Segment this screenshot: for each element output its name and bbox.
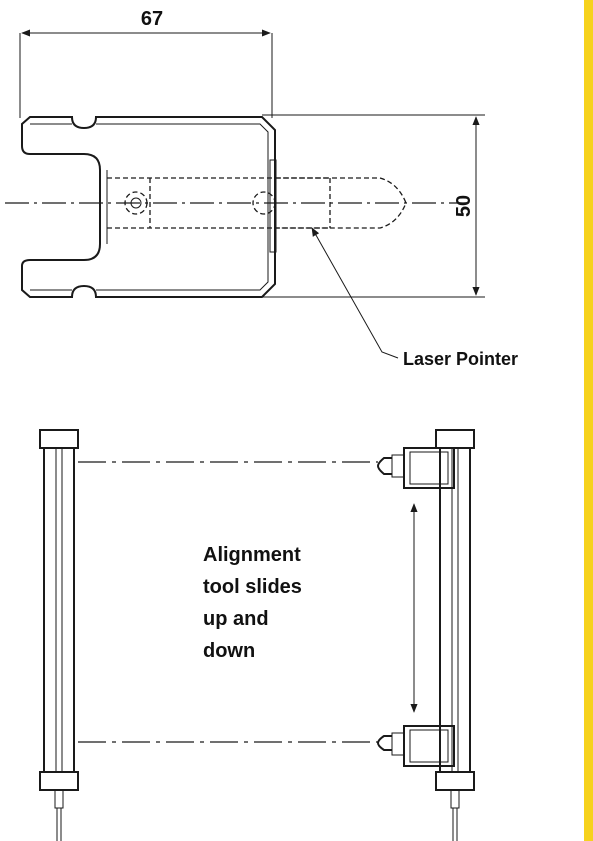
tool-body-inner-outline [96,123,269,291]
alignment-note-line-4: down [203,640,255,662]
alignment-tool-lower [376,725,455,767]
laser-pointer-label: Laser Pointer [403,349,518,369]
alignment-note-line-2: tool slides [203,576,302,598]
lower-laser-tip [376,735,392,751]
left-light-curtain [39,429,79,841]
laser-pointer-leader [311,227,399,359]
left-cable-connector [54,789,64,809]
upper-laser-tip [376,457,392,475]
height-dimension-label: 50 [453,195,475,217]
hidden-bore [107,177,331,229]
width-dimension-label: 67 [141,8,163,30]
accent-sidebar [584,0,593,841]
alignment-tool-top-view: 67 50 Laser Pointer [5,8,518,369]
laser-pointer-tip [276,177,407,229]
right-light-curtain [435,429,475,841]
front-plate [269,159,277,253]
right-cable-connector [450,789,460,809]
alignment-note-line-3: up and [203,608,269,630]
alignment-note-line-1: Alignment [203,544,301,566]
light-curtain-assembly: Alignment tool slides up and down [39,429,475,841]
alignment-tool-upper [376,447,455,489]
tool-body-outline [21,116,276,298]
